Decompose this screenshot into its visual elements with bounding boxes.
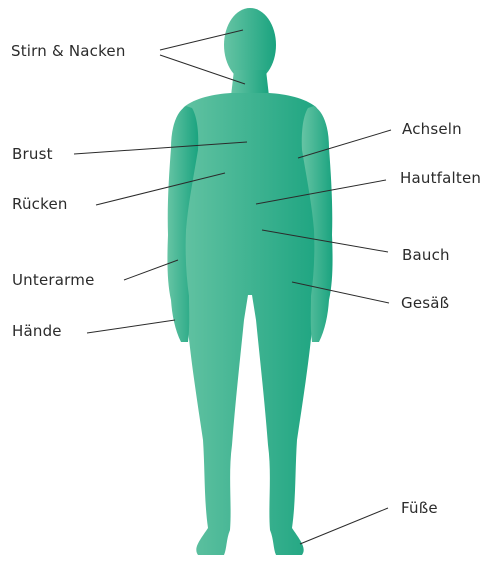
human-silhouette	[167, 8, 332, 555]
label-buttocks: Gesäß	[401, 294, 449, 312]
label-back: Rücken	[12, 195, 68, 213]
torso-and-legs	[173, 93, 327, 555]
neck	[231, 70, 269, 96]
leader-line-hands	[87, 320, 175, 333]
label-forearms: Unterarme	[12, 271, 95, 289]
label-skin-folds: Hautfalten	[400, 169, 481, 187]
label-belly: Bauch	[402, 246, 450, 264]
leader-line-feet	[300, 508, 388, 544]
label-chest: Brust	[12, 145, 53, 163]
label-armpits: Achseln	[402, 120, 462, 138]
label-forehead-neck: Stirn & Nacken	[11, 42, 126, 60]
label-hands: Hände	[12, 322, 62, 340]
label-feet: Füße	[401, 499, 438, 517]
